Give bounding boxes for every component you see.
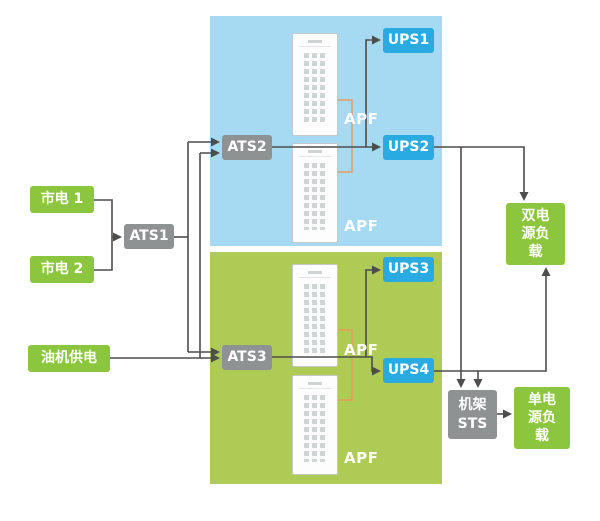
apf-cabinet-2 xyxy=(292,143,338,243)
apf-cabinet-4 xyxy=(292,375,338,475)
ats1-node: ATS1 xyxy=(124,224,174,249)
apf-label-4: APF xyxy=(344,449,379,467)
apf-label-2: APF xyxy=(344,217,379,235)
dual-power-load-node: 双电源负载 xyxy=(506,203,565,265)
cabinet-logo xyxy=(299,148,331,157)
cabinet-logo xyxy=(299,269,331,278)
ats2-node: ATS2 xyxy=(222,135,272,160)
rack-sts-node: 机架STS xyxy=(448,390,497,439)
mains-1-node: 市电 1 xyxy=(30,186,94,213)
ups1-node: UPS1 xyxy=(383,28,434,53)
cabinet-module-grid xyxy=(304,163,326,230)
ups2-node: UPS2 xyxy=(383,135,434,160)
cabinet-logo xyxy=(299,380,331,389)
apf-label-3: APF xyxy=(344,341,379,359)
ats3-node: ATS3 xyxy=(222,345,272,370)
cabinet-module-grid xyxy=(304,53,326,123)
ups3-node: UPS3 xyxy=(383,257,434,282)
generator-node: 油机供电 xyxy=(28,345,110,372)
cabinet-module-grid xyxy=(304,284,326,354)
apf-cabinet-3 xyxy=(292,264,338,367)
mains-2-node: 市电 2 xyxy=(30,256,94,283)
single-power-load-node: 单电源负载 xyxy=(514,387,570,449)
ups4-node: UPS4 xyxy=(383,358,434,383)
apf-label-1: APF xyxy=(344,110,379,128)
cabinet-logo xyxy=(299,38,331,47)
apf-cabinet-1 xyxy=(292,33,338,136)
cabinet-module-grid xyxy=(304,395,326,462)
